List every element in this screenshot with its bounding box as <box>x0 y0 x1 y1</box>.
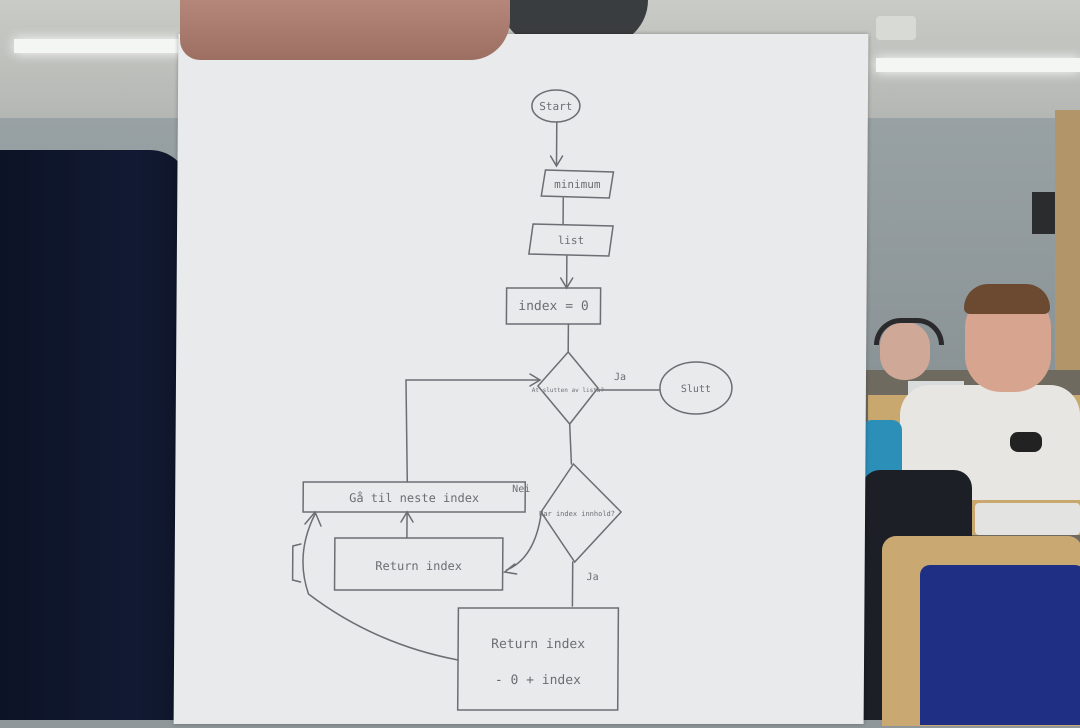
flow-end-text: Slutt <box>681 384 711 395</box>
flow-step6-line1: Return index <box>491 637 585 652</box>
flow-step4-text: Gå til neste index <box>349 491 479 505</box>
flow-step2-text: list <box>558 234 585 247</box>
flowchart-drawing: Start minimum list index = 0 At slutten … <box>174 34 869 724</box>
sleeve-arm <box>0 150 190 720</box>
flow-decision2-no-text: Nei <box>512 484 530 495</box>
ceiling-sensor <box>876 16 916 40</box>
laptop-2 <box>975 503 1080 535</box>
flow-step6-line2: - 0 + index <box>495 673 581 688</box>
flow-step3-text: index = 0 <box>518 299 589 314</box>
flow-decision1-yes-text: Ja <box>614 372 626 383</box>
wristwatch-icon <box>1010 432 1042 452</box>
door-frame <box>1055 110 1080 380</box>
flow-step1-text: minimum <box>554 178 601 191</box>
flow-decision2-yes-text: Ja <box>587 572 599 583</box>
chair-blue-cushion <box>920 565 1080 725</box>
flow-step6-box <box>458 608 619 710</box>
flow-start-text: Start <box>539 100 572 113</box>
ceiling-light-right <box>876 58 1080 72</box>
flow-step5-text: Return index <box>375 559 462 573</box>
flow-decision2-text: Har index innhold? <box>539 510 615 518</box>
flow-decision1-text: At slutten av lista? <box>532 387 605 394</box>
student-hair <box>964 284 1050 314</box>
ceiling-light-left <box>14 39 198 53</box>
hand-holding-paper <box>180 0 510 60</box>
paper-sheet: Start minimum list index = 0 At slutten … <box>174 34 869 724</box>
